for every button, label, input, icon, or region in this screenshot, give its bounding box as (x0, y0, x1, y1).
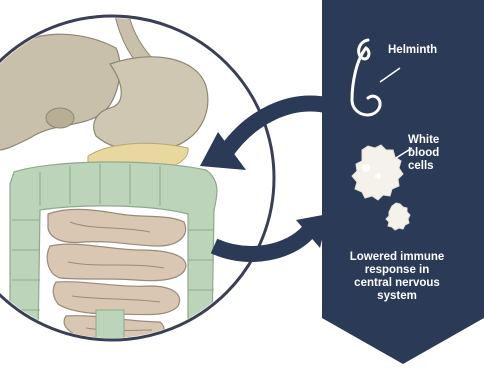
label-line: blood (408, 147, 439, 160)
label-line: White (408, 134, 439, 147)
digestive-organs-illustration (0, 0, 274, 350)
helminth-label: Helminth (388, 44, 437, 57)
immune-response-label: Lowered immune response in central nervo… (324, 251, 470, 303)
label-line: cells (408, 160, 439, 173)
label-line: response in (324, 264, 470, 277)
label-line: central nervous (324, 277, 470, 290)
label-line: Lowered immune (324, 251, 470, 264)
rectum (96, 310, 124, 350)
label-line: system (324, 290, 470, 303)
gallbladder (46, 108, 74, 128)
white-blood-cells-label: White blood cells (408, 134, 439, 173)
